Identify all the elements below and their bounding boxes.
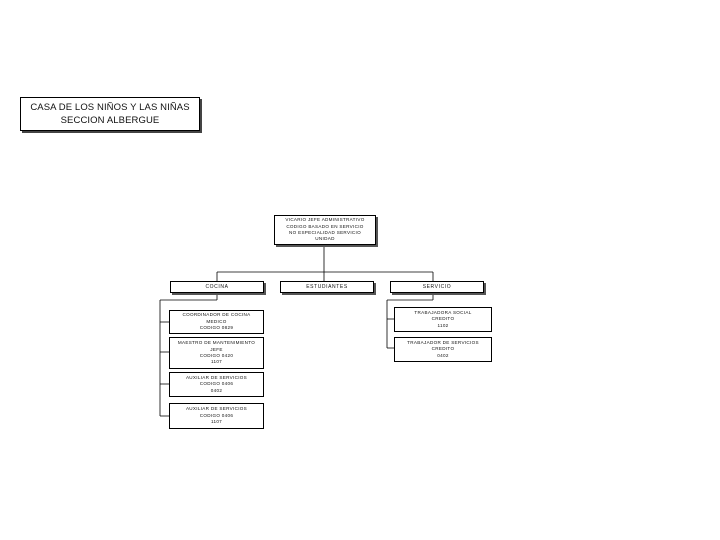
org-node-left-child-3: AUXILIAR DE SERVICIOS CODIGO 0406 0402 [169,372,264,397]
org-node-branch-middle: ESTUDIANTES [280,281,374,293]
left-child-1-line-3: CODIGO 0829 [199,325,234,331]
left-child-2-line-2: JEFE [210,346,223,352]
right-child-1-line-1: TRABAJADORA SOCIAL [414,309,472,315]
right-child-2-line-1: TRABAJADOR DE SERVICIOS [407,339,479,345]
left-child-2-line-4: 1107 [210,359,223,365]
org-node-left-child-4: AUXILIAR DE SERVICIOS CODIGO 0406 1107 [169,403,264,429]
chart-title-line-2: SECCION ALBERGUE [60,115,160,126]
right-child-1-line-3: 1102 [437,322,449,328]
org-node-root: VICARIO JEFE ADMINISTRATIVO CODIGO BASAD… [274,215,376,245]
root-line-4: UNIDAD [315,236,335,242]
left-child-3-line-3: 0402 [210,387,223,393]
right-child-1-line-2: CREDITO [431,316,455,322]
root-line-3: NO ESPECIALIDAD SERVICIO [289,230,361,235]
left-child-2-line-1: MAESTRO DE MANTENIMIENTO [177,340,256,346]
left-child-4-line-2: CODIGO 0406 [199,412,234,418]
org-node-left-child-2: MAESTRO DE MANTENIMIENTO JEFE CODIGO 042… [169,337,264,369]
left-child-4-line-1: AUXILIAR DE SERVICIOS [185,406,248,412]
chart-title-line-1: CASA DE LOS NIÑOS Y LAS NIÑAS [30,102,190,113]
left-child-3-line-2: CODIGO 0406 [199,381,234,387]
root-line-1: VICARIO JEFE ADMINISTRATIVO [285,217,365,223]
left-child-3-line-1: AUXILIAR DE SERVICIOS [185,374,248,380]
org-node-left-child-1: COORDINADOR DE COCINA MEDICO CODIGO 0829 [169,310,264,334]
left-child-1-line-2: MEDICO [206,318,227,324]
right-child-2-line-3: 0402 [437,352,449,358]
right-child-2-line-2: CREDITO [431,346,455,352]
org-node-right-child-1: TRABAJADORA SOCIAL CREDITO 1102 [394,307,492,332]
org-node-branch-left: COCINA [170,281,264,293]
root-line-2: CODIGO BASADO EN SERVICIO [286,223,364,229]
left-child-1-line-1: COORDINADOR DE COCINA [182,312,251,318]
branch-right-label: SERVICIO [422,284,452,290]
org-node-branch-right: SERVICIO [390,281,484,293]
left-child-2-line-3: CODIGO 0420 [199,353,234,358]
branch-middle-label: ESTUDIANTES [306,284,348,290]
left-child-4-line-3: 1107 [210,419,223,425]
branch-left-label: COCINA [205,284,229,290]
chart-title-box: CASA DE LOS NIÑOS Y LAS NIÑAS SECCION AL… [20,97,200,131]
org-node-right-child-2: TRABAJADOR DE SERVICIOS CREDITO 0402 [394,337,492,362]
